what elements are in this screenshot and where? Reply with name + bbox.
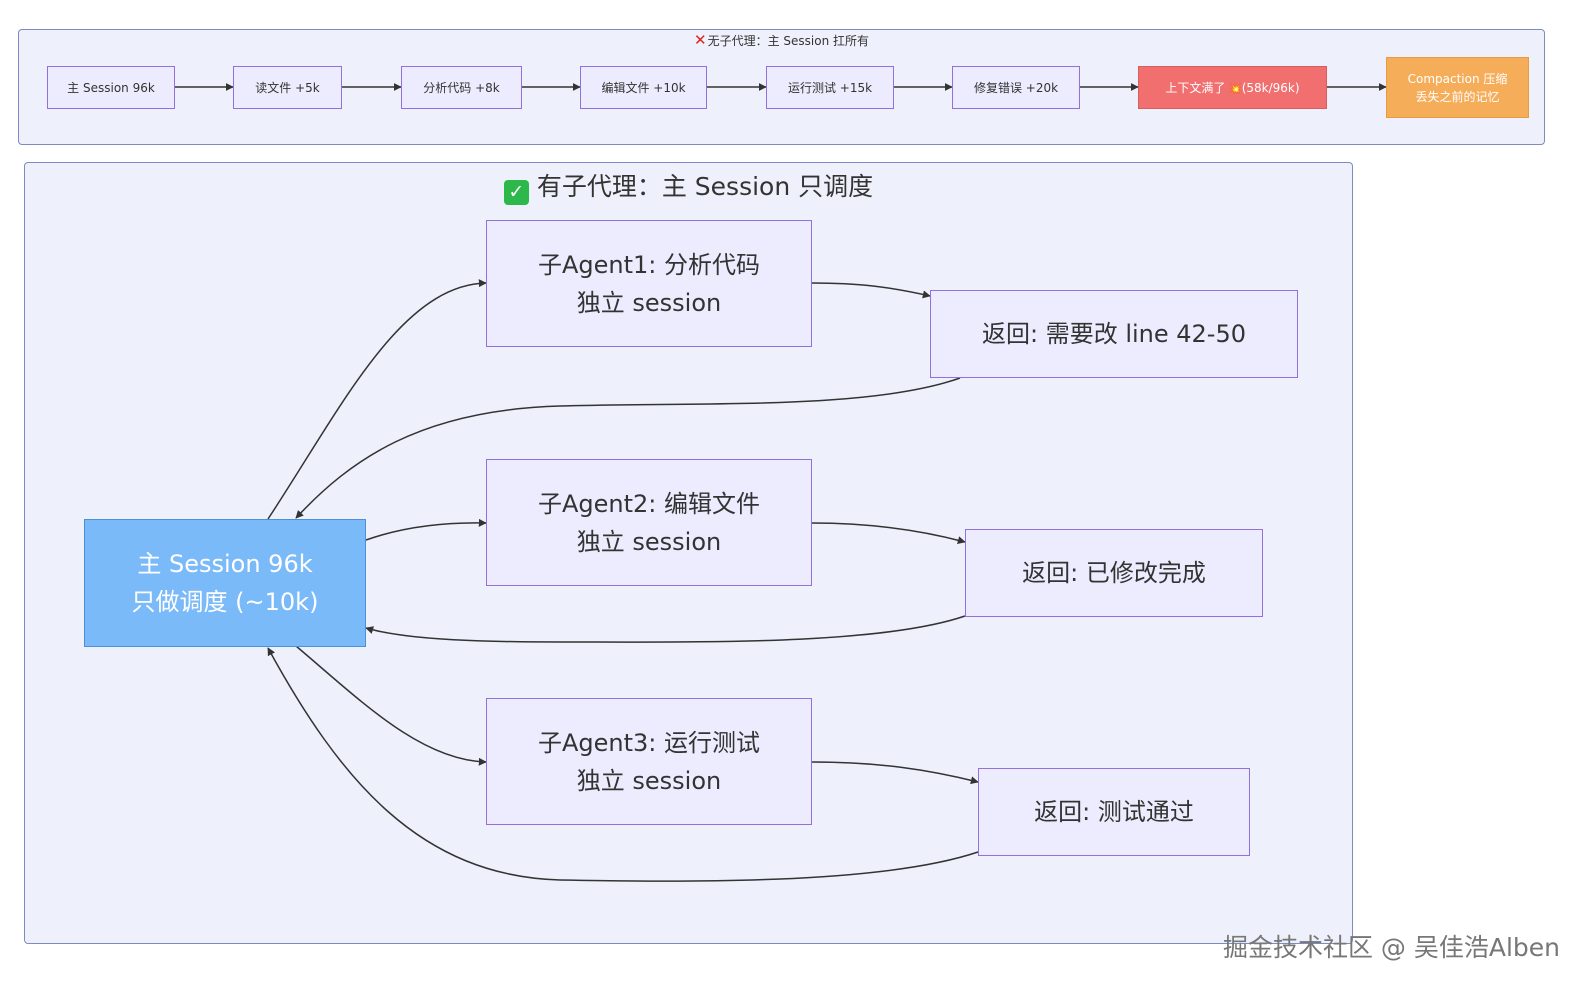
check-icon: ✓ bbox=[503, 180, 529, 205]
node-context-full: 上下文满了 💥(58k/96k) bbox=[1138, 66, 1327, 109]
node-subagent-1: 子Agent1: 分析代码独立 session bbox=[486, 220, 812, 347]
node-subagent-3: 子Agent3: 运行测试独立 session bbox=[486, 698, 812, 825]
node-main-session-96k: 主 Session 96k bbox=[47, 66, 175, 109]
edge-main-to-agent2 bbox=[365, 518, 487, 541]
context-full-text: 上下文满了 💥(58k/96k) bbox=[1165, 81, 1300, 95]
node-compaction: Compaction 压缩丢失之前的记忆 bbox=[1386, 57, 1529, 118]
cross-icon: ✕ bbox=[694, 31, 707, 49]
edge-agent2-to-return2 bbox=[811, 522, 966, 545]
edge-return1-to-main bbox=[295, 377, 961, 519]
node-read-file: 读文件 +5k bbox=[233, 66, 342, 109]
no-subagent-cluster-title: ✕无子代理：主 Session 扛所有 bbox=[694, 31, 869, 49]
watermark: 掘金技术社区 @ 吴佳浩Alben bbox=[1222, 933, 1560, 962]
node-run-test: 运行测试 +15k bbox=[766, 66, 894, 109]
explosion-icon: 💥 bbox=[1229, 84, 1242, 95]
edge-main-to-agent1 bbox=[267, 279, 487, 520]
node-edit-file: 编辑文件 +10k bbox=[580, 66, 707, 109]
edge-main-to-agent3 bbox=[295, 645, 487, 766]
node-fix-error: 修复错误 +20k bbox=[952, 66, 1080, 109]
edge-return2-to-main bbox=[365, 615, 966, 643]
node-return-1: 返回: 需要改 line 42-50 bbox=[930, 290, 1298, 378]
node-subagent-2: 子Agent2: 编辑文件独立 session bbox=[486, 459, 812, 586]
edge-agent3-to-return3 bbox=[811, 761, 979, 785]
edge-agent1-to-return1 bbox=[811, 282, 931, 299]
node-analyze-code: 分析代码 +8k bbox=[401, 66, 522, 109]
node-return-3: 返回: 测试通过 bbox=[978, 768, 1250, 856]
node-return-2: 返回: 已修改完成 bbox=[965, 529, 1263, 617]
edge-return3-to-main bbox=[267, 647, 979, 882]
subagent-cluster-title: ✓有子代理：主 Session 只调度 bbox=[25, 167, 1352, 205]
